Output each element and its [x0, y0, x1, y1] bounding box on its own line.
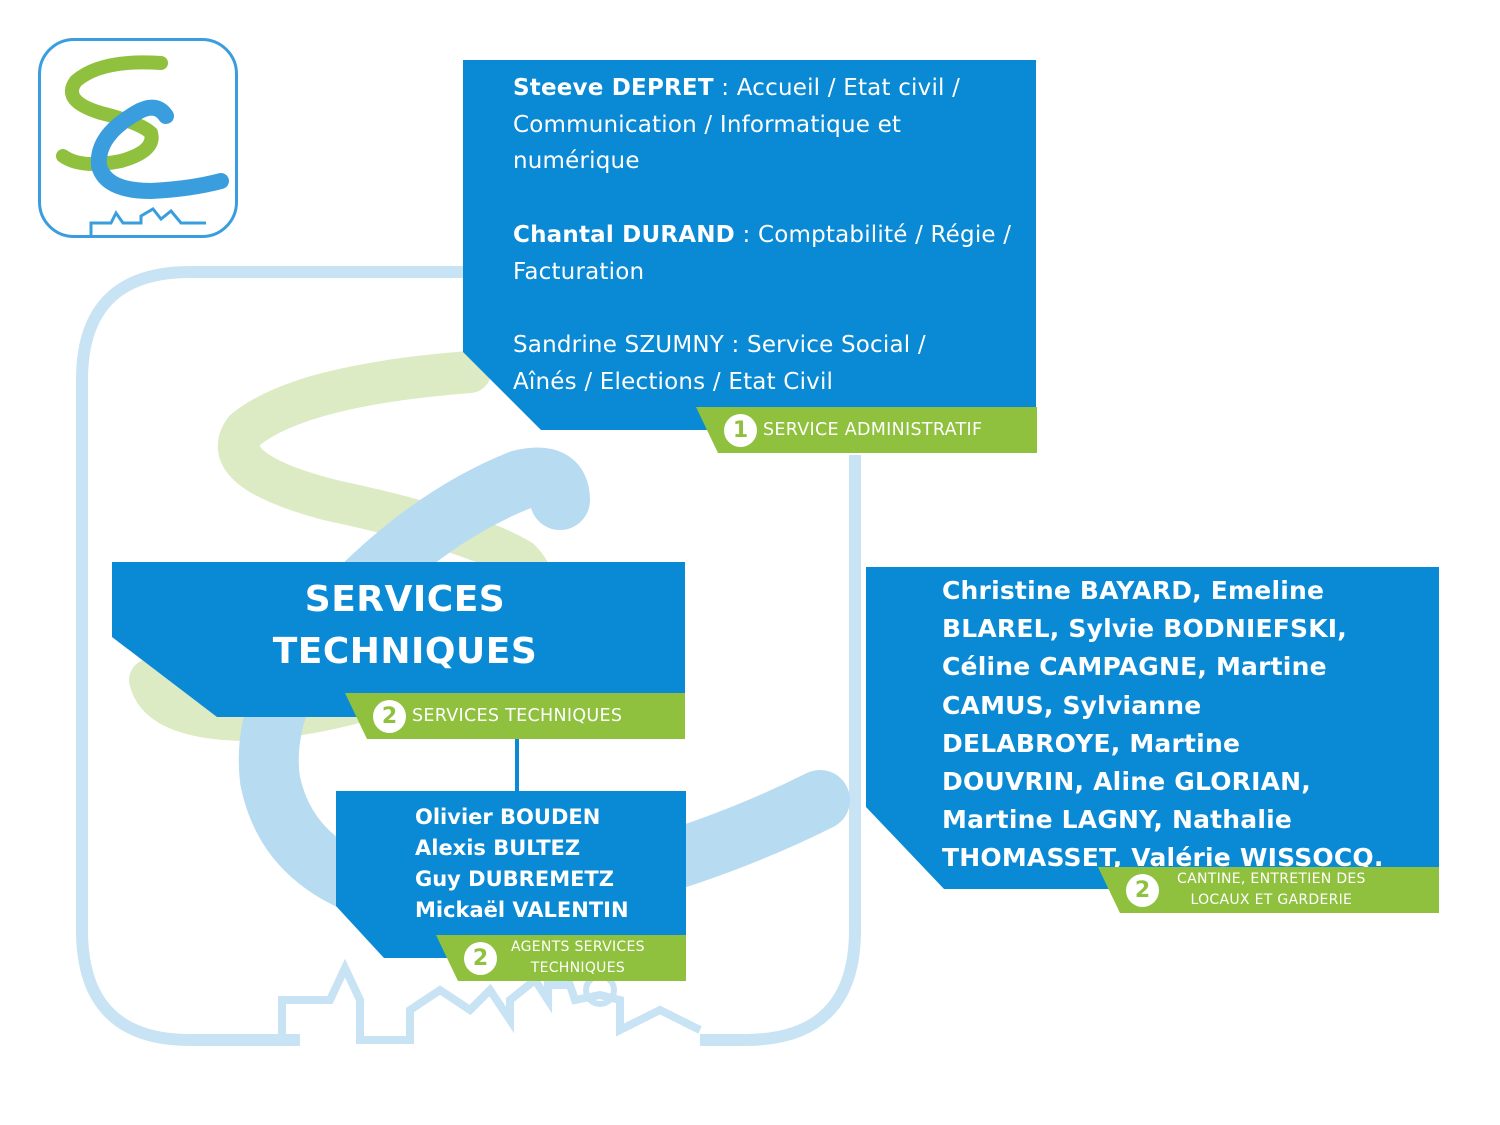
- admin-entry-role: Accueil / Etat civil / Communication / I…: [513, 75, 961, 174]
- services-techniques-title: SERVICES TECHNIQUES: [200, 574, 610, 678]
- tag-label: SERVICE ADMINISTRATIF: [763, 420, 983, 440]
- tag-number: 1: [724, 413, 757, 447]
- tag-label-line: TECHNIQUES: [530, 960, 626, 976]
- admin-entry-name: Sandrine SZUMNY: [513, 332, 725, 358]
- agent-name: Mickaël VALENTIN: [415, 898, 629, 922]
- cantine-names: Christine BAYARD, Emeline BLAREL, Sylvie…: [942, 576, 1384, 873]
- connector-line: [515, 739, 519, 792]
- tag-label: SERVICES TECHNIQUES: [412, 706, 623, 726]
- agents-box: [336, 791, 686, 958]
- admin-entry-sep: :: [724, 332, 748, 358]
- se-logo: [38, 38, 238, 238]
- agents-list: Olivier BOUDEN Alexis BULTEZ Guy DUBREME…: [415, 802, 629, 926]
- watermark-skyline: [278, 958, 702, 1045]
- agent-name: Olivier BOUDEN: [415, 805, 601, 829]
- cantine-box: [866, 567, 1439, 889]
- agent-name: Alexis BULTEZ: [415, 836, 581, 860]
- admin-entry-sep: :: [734, 222, 758, 248]
- tag-services-techniques: 2 SERVICES TECHNIQUES: [345, 693, 685, 739]
- tag-agents-services-techniques: 2 AGENTS SERVICES TECHNIQUES: [436, 935, 686, 981]
- watermark-frame: [76, 266, 861, 1046]
- tag-label: CANTINE, ENTRETIEN DES LOCAUX ET GARDERI…: [1177, 869, 1366, 911]
- admin-entry-szumny: Sandrine SZUMNY : Service Social / Aînés…: [513, 327, 983, 400]
- title-line: TECHNIQUES: [272, 631, 538, 672]
- services-techniques-box: [112, 562, 685, 717]
- tag-service-administratif: 1 SERVICE ADMINISTRATIF: [696, 407, 1037, 453]
- admin-entry-depret: Steeve DEPRET : Accueil / Etat civil / C…: [513, 70, 1013, 180]
- tag-label: AGENTS SERVICES TECHNIQUES: [511, 937, 645, 979]
- admin-entry-sep: :: [713, 75, 737, 101]
- admin-entry-name: Steeve DEPRET: [513, 75, 714, 101]
- admin-entry-role: Comptabilité / Régie / Facturation: [513, 222, 1012, 285]
- title-line: SERVICES: [304, 579, 506, 620]
- tag-label-line: LOCAUX ET GARDERIE: [1190, 892, 1353, 908]
- tag-number: 2: [464, 941, 497, 975]
- tag-label-line: CANTINE, ENTRETIEN DES: [1177, 871, 1366, 887]
- admin-entry-name: Chantal DURAND: [513, 222, 735, 248]
- admin-entry-durand: Chantal DURAND : Comptabilité / Régie / …: [513, 217, 1013, 290]
- admin-entry-role: Service Social / Aînés / Elections / Eta…: [513, 332, 926, 395]
- tag-number: 2: [1126, 873, 1159, 907]
- se-logo-icon: [56, 55, 229, 235]
- tag-cantine: 2 CANTINE, ENTRETIEN DES LOCAUX ET GARDE…: [1098, 867, 1439, 913]
- agent-name: Guy DUBREMETZ: [415, 867, 614, 891]
- tag-label-line: AGENTS SERVICES: [511, 939, 645, 955]
- tag-number: 2: [373, 699, 406, 733]
- admin-box: [463, 60, 1036, 430]
